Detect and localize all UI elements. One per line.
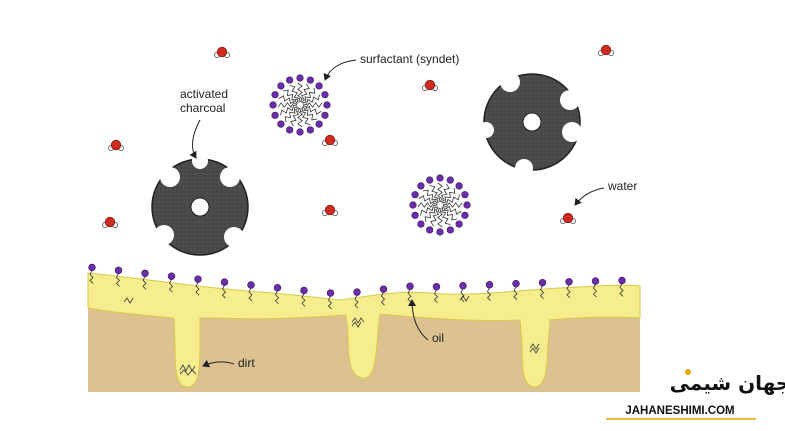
arrow-surfactant (323, 59, 357, 81)
site-logo: جهان شیمی JAHANESHIMI.COM (606, 369, 785, 420)
water-molecule (214, 46, 230, 58)
label-charcoal: charcoal (180, 101, 225, 115)
label-water: water (607, 179, 637, 193)
oil-layer (87, 272, 641, 388)
water-molecule (322, 204, 338, 216)
label-activated: activated (180, 87, 228, 101)
water-molecule (422, 79, 438, 91)
surface-surfactant-row (88, 263, 626, 310)
label-oil: oil (432, 331, 444, 345)
surfactant-micelle (269, 74, 331, 136)
water-molecule (560, 212, 576, 224)
water-molecules (102, 44, 614, 228)
activated-charcoal-left (151, 153, 249, 256)
surfactant-micelle (409, 174, 471, 236)
arrow-dirt (202, 359, 235, 368)
water-molecule (102, 216, 118, 228)
label-dirt: dirt (238, 356, 255, 370)
dirt-particles (123, 295, 540, 376)
logo-persian-text: جهان شیمی (670, 371, 785, 395)
arrow-charcoal (189, 119, 201, 159)
water-molecule (108, 139, 124, 151)
water-molecule (598, 44, 614, 56)
logo-latin-text: JAHANESHIMI.COM (625, 405, 734, 417)
arrow-water (574, 187, 605, 206)
arrow-oil (408, 299, 429, 341)
logo-accent-dot (685, 369, 691, 375)
activated-charcoal-right (478, 72, 582, 177)
water-molecule (322, 134, 338, 146)
label-surfactant: surfactant (syndet) (360, 52, 459, 66)
